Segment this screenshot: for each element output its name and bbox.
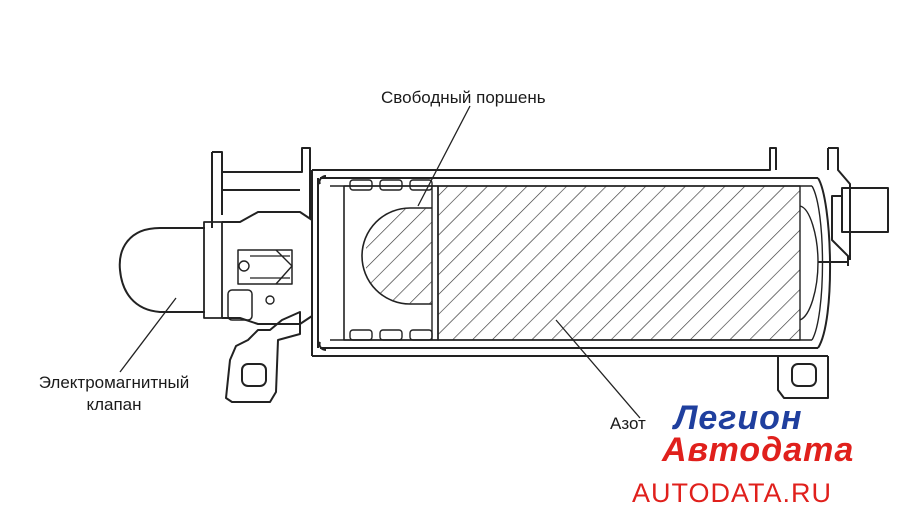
label-nitrogen: Азот — [610, 414, 646, 433]
label-solenoid-valve: Электромагнитный клапан — [14, 372, 214, 416]
label-solenoid-line1: Электромагнитный — [38, 373, 190, 392]
label-free-piston: Свободный поршень — [381, 88, 546, 107]
nitrogen-chamber — [437, 185, 801, 341]
solenoid-valve — [118, 211, 313, 325]
piston-hatched-section — [366, 208, 432, 304]
watermark-logo: Легион Автодата AUTODATA.RU — [626, 395, 886, 520]
label-solenoid-line2: клапан — [86, 395, 142, 414]
leader-free-piston — [417, 105, 471, 207]
right-end-cap — [777, 147, 889, 399]
watermark-line2: Автодата — [662, 431, 855, 469]
watermark-url: AUTODATA.RU — [632, 478, 833, 508]
lower-left-mounting-plate — [225, 311, 301, 403]
left-mounting-bracket — [211, 147, 311, 228]
watermark-line1: Легион — [674, 399, 803, 437]
leader-solenoid — [119, 297, 177, 373]
leader-nitrogen — [555, 319, 641, 419]
